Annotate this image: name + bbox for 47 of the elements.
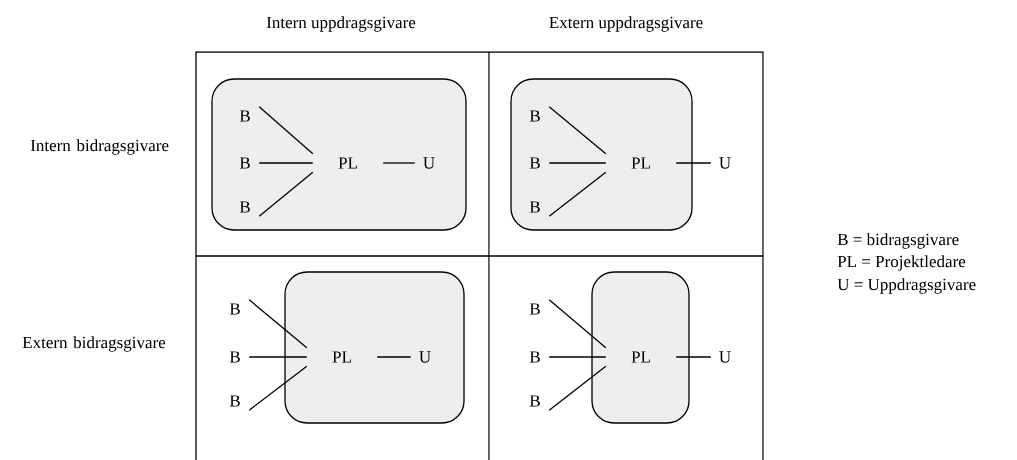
connector-line: [548, 171, 607, 217]
rounded-box: [510, 78, 693, 231]
connector-line: [382, 162, 416, 164]
connector-line: [376, 356, 412, 358]
rounded-box: [284, 271, 465, 424]
node-label: U: [719, 157, 731, 169]
node-label: B: [529, 303, 540, 315]
connector-line: [675, 356, 712, 358]
connector-line: [248, 299, 308, 349]
node-label: PL: [332, 351, 351, 363]
connector-line: [548, 162, 607, 164]
connector-line: [248, 356, 308, 358]
key-text: B = bidragsgivare: [837, 233, 959, 249]
connector-line: [248, 365, 308, 411]
connector-line: [548, 106, 607, 155]
column-header: Intern uppdragsgivare: [266, 16, 416, 32]
column-header: Extern uppdragsgivare: [549, 16, 703, 32]
connector-line: [675, 162, 712, 164]
node-label: PL: [631, 351, 650, 363]
connector-line: [258, 106, 314, 155]
rounded-box: [211, 78, 467, 231]
key-text: U = Uppdragsgivare: [837, 278, 976, 294]
connector-line: [548, 299, 607, 349]
node-label: B: [229, 351, 240, 363]
node-label: B: [529, 157, 540, 169]
node-label: PL: [338, 157, 357, 169]
node-label: B: [239, 201, 250, 213]
node-label: B: [529, 110, 540, 122]
node-label: B: [229, 303, 240, 315]
node-label: PL: [631, 157, 650, 169]
node-label: B: [529, 395, 540, 407]
rounded-box: [591, 271, 690, 424]
connector-line: [258, 171, 314, 217]
node-label: B: [529, 201, 540, 213]
node-label: B: [239, 157, 250, 169]
node-label: U: [719, 351, 731, 363]
key-text: PL = Projektledare: [837, 255, 966, 271]
connector-line: [258, 162, 314, 164]
node-label: B: [239, 110, 250, 122]
node-label: B: [529, 351, 540, 363]
node-label: U: [423, 157, 435, 169]
connector-line: [548, 356, 607, 358]
node-label: B: [229, 395, 240, 407]
node-label: U: [419, 351, 431, 363]
row-header: Extern bidragsgivare: [22, 336, 166, 352]
row-header: Intern bidragsgivare: [30, 139, 169, 155]
connector-line: [548, 365, 607, 411]
